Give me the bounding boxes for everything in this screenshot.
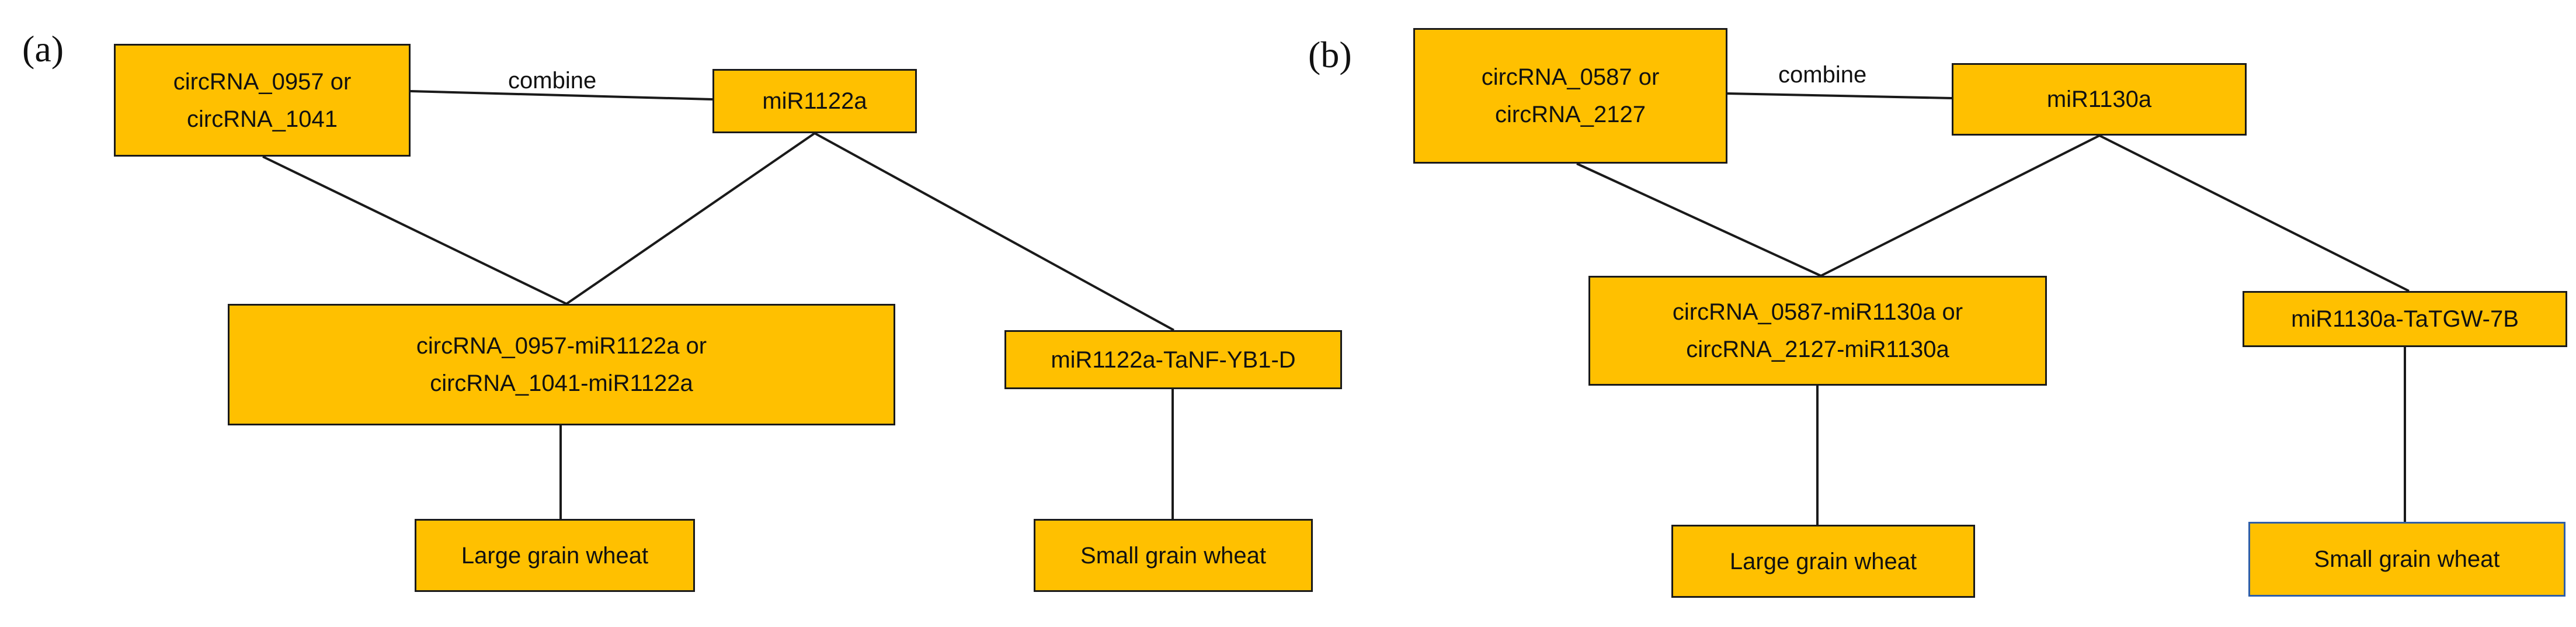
edge-b-circ-pair <box>1576 162 1821 277</box>
panel-label-b: (b) <box>1308 34 1352 75</box>
node-a-large-grain: Large grain wheat <box>415 519 695 592</box>
node-a-mirna-target: miR1122a-TaNF-YB1-D <box>1004 330 1342 389</box>
node-a-mirna: miR1122a <box>712 69 917 133</box>
node-b-small-grain: Small grain wheat <box>2248 522 2565 597</box>
node-b-large-grain: Large grain wheat <box>1671 525 1975 598</box>
edge-b-circ-mir <box>1727 92 1952 99</box>
node-a-circ-mir-pair: circRNA_0957-miR1122a or circRNA_1041-mi… <box>228 304 895 425</box>
edge-b-mir-target <box>2099 134 2410 292</box>
edge-a-mir-target <box>814 132 1174 331</box>
edge-a-mir-pair <box>565 132 816 305</box>
node-b-mirna-target: miR1130a-TaTGW-7B <box>2243 291 2567 347</box>
node-b-circ-mir-pair: circRNA_0587-miR1130a or circRNA_2127-mi… <box>1588 276 2047 386</box>
edge-b-mir-pair <box>1820 134 2100 277</box>
panel-label-a: (a) <box>22 28 64 70</box>
edge-label-combine-b: combine <box>1778 62 1867 88</box>
edge-a-circ-mir <box>410 90 713 101</box>
node-b-mirna: miR1130a <box>1952 63 2247 136</box>
edge-a-circ-pair <box>262 155 567 305</box>
edge-label-combine-a: combine <box>508 68 597 93</box>
node-b-circrna: circRNA_0587 or circRNA_2127 <box>1413 28 1727 164</box>
node-a-circrna: circRNA_0957 or circRNA_1041 <box>114 44 411 157</box>
node-a-small-grain: Small grain wheat <box>1034 519 1313 592</box>
